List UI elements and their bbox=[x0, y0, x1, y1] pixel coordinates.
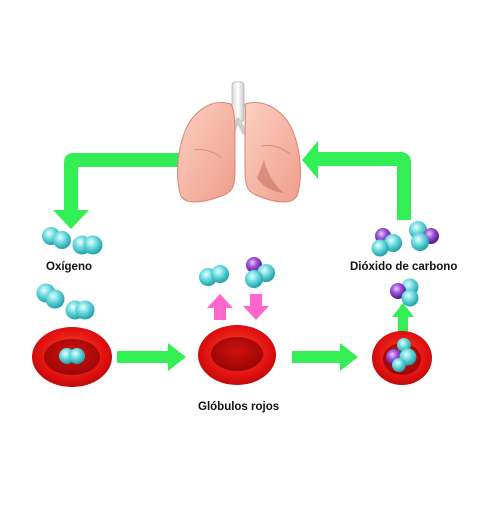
red-blood-cell-icon bbox=[198, 325, 276, 385]
red-blood-cell-icon bbox=[372, 331, 432, 385]
oxygen-molecule-icon bbox=[59, 348, 85, 364]
arrow-oxygen-out bbox=[207, 294, 233, 320]
carbon-dioxide-molecule-icon bbox=[371, 228, 402, 257]
carbon-dioxide-label: Dióxido de carbono bbox=[350, 261, 458, 273]
arrow-co2-in bbox=[243, 294, 269, 320]
carbon-dioxide-molecule-icon bbox=[386, 338, 417, 372]
arrow-cell1-to-cell2 bbox=[117, 343, 186, 371]
oxygen-molecule-icon bbox=[65, 300, 95, 320]
red-blood-cells-label: Glóbulos rojos bbox=[198, 401, 280, 413]
oxygen-molecule-icon bbox=[36, 283, 65, 309]
oxygen-label: Oxígeno bbox=[46, 261, 93, 273]
carbon-dioxide-molecule-icon bbox=[245, 257, 275, 288]
arrow-lungs-to-oxygen bbox=[53, 153, 184, 229]
oxygen-molecule-icon bbox=[72, 235, 103, 255]
red-blood-cell-icon bbox=[32, 327, 112, 387]
lungs-icon bbox=[177, 81, 301, 203]
gas-exchange-arrows bbox=[207, 294, 269, 320]
arrow-cell3-up bbox=[392, 303, 414, 332]
carbon-dioxide-molecule-icon bbox=[409, 221, 439, 251]
arrow-co2-to-lungs bbox=[302, 141, 411, 220]
oxygen-molecule-icon bbox=[199, 265, 229, 286]
circulation-arrows bbox=[53, 141, 414, 371]
carbon-dioxide-molecule-icon bbox=[390, 278, 419, 307]
oxygen-molecule-icon bbox=[42, 227, 71, 249]
arrow-cell2-to-cell3 bbox=[292, 343, 358, 371]
